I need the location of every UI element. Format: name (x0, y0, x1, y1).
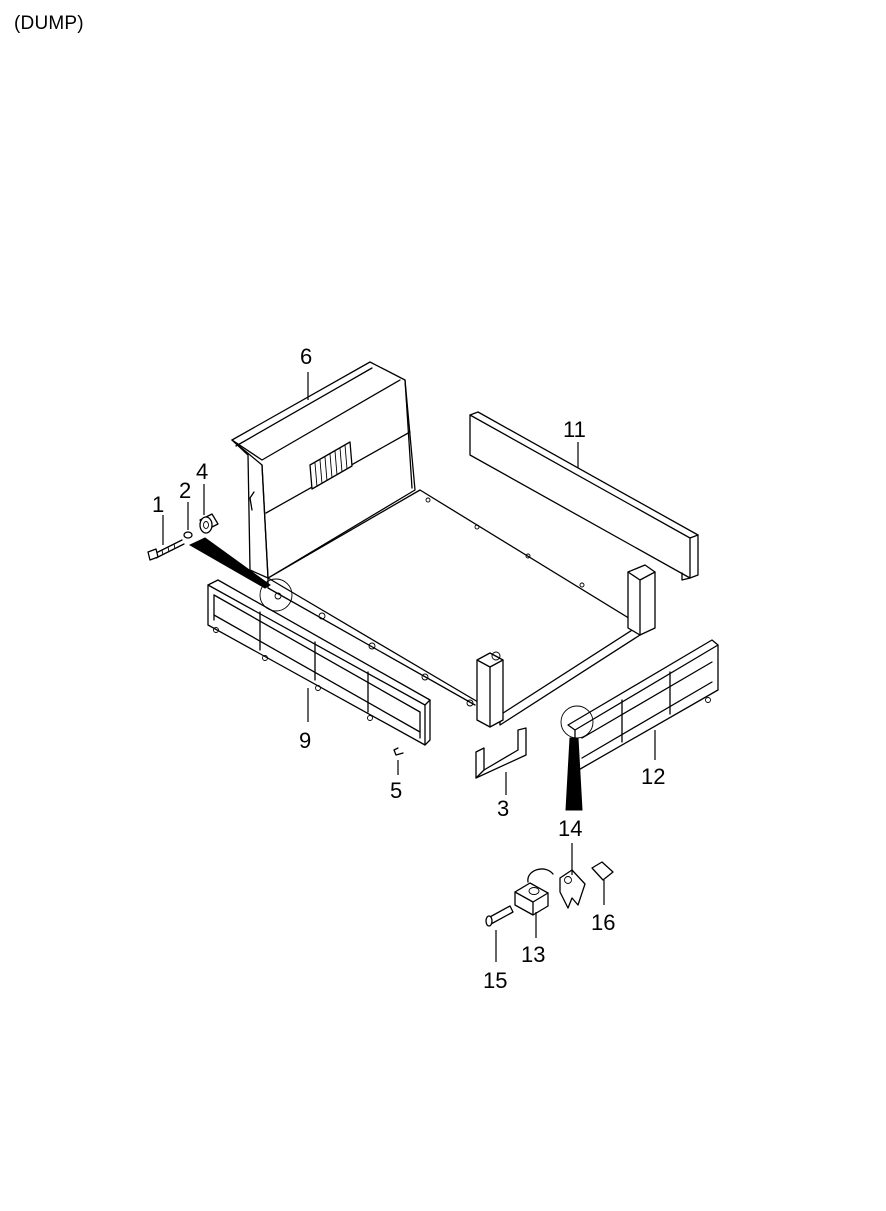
callout-9: 9 (299, 728, 311, 753)
bushing-part-4 (199, 513, 219, 534)
callout-13: 13 (521, 942, 545, 967)
headboard-part-6 (231, 361, 416, 579)
pin-part-15 (485, 905, 514, 927)
callout-2: 2 (179, 478, 191, 503)
plate-part-14 (559, 869, 586, 909)
detail-pointer-right (560, 705, 594, 811)
left-gate-part-9 (207, 579, 431, 746)
callout-6: 6 (300, 344, 312, 369)
callout-labels: 1 2 3 4 5 6 9 11 12 13 14 15 16 (152, 344, 665, 993)
rear-post (627, 564, 656, 636)
pin-part-5 (393, 747, 404, 756)
bracket-part-3 (475, 727, 527, 779)
bolt-part-1 (147, 539, 185, 561)
detail-pointer-left (188, 537, 293, 612)
floor-rivets (318, 497, 585, 707)
callout-14: 14 (558, 816, 582, 841)
vent-grille (309, 441, 353, 490)
side-panel-part-11 (469, 411, 699, 581)
callout-5: 5 (390, 778, 402, 803)
callout-16: 16 (591, 910, 615, 935)
right-gate-part-12 (567, 639, 719, 773)
callout-1: 1 (152, 492, 164, 517)
callout-3: 3 (497, 796, 509, 821)
leader-lines (162, 372, 656, 962)
tag-part-16 (591, 861, 614, 881)
page-title: (DUMP) (14, 13, 84, 34)
washer-part-2 (183, 531, 193, 539)
front-corner-post (476, 651, 504, 728)
callout-4: 4 (196, 459, 208, 484)
hinge-part-13 (514, 868, 554, 916)
callout-12: 12 (641, 764, 665, 789)
callout-15: 15 (483, 968, 507, 993)
callout-11: 11 (563, 417, 586, 442)
